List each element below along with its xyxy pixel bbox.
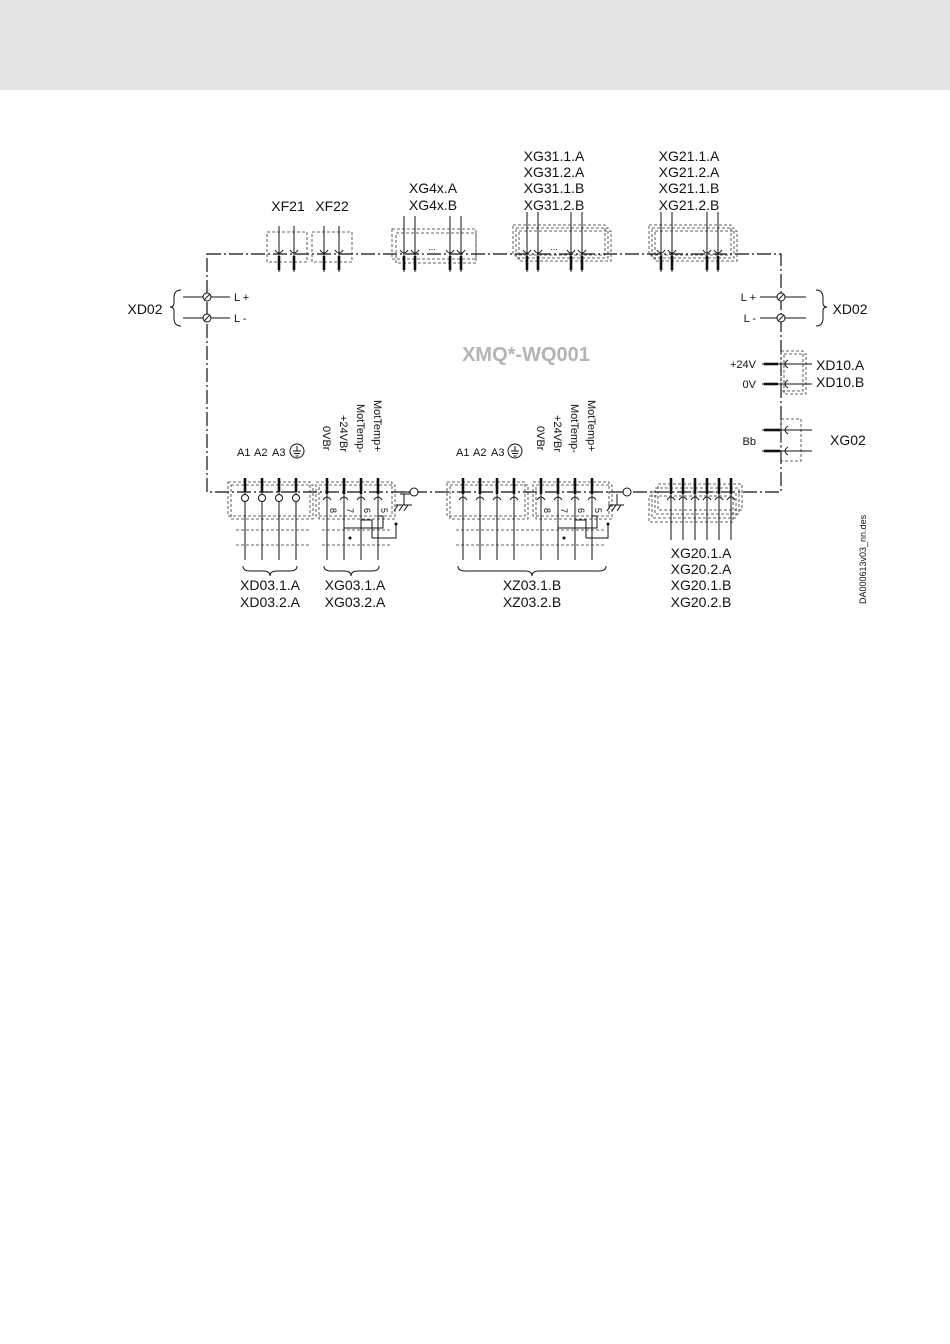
xd10-label-b: XD10.B <box>816 374 864 390</box>
xz03-pin-mottemp-plus: MotTemp+ <box>585 400 597 452</box>
connector-xz03: 8 7 6 5 A1 A2 A3 0VBr +24VBr MotTemp- Mo… <box>446 400 632 610</box>
connector-xg02: Bb XG02 <box>743 418 866 462</box>
xz03-num-6: 6 <box>576 508 586 513</box>
xg02-label: XG02 <box>830 432 866 448</box>
drawing-id: DA000613v03_nn.des <box>858 514 868 604</box>
xd10-pin-24v: +24V <box>730 359 757 371</box>
xd03-pin-a2: A2 <box>254 447 267 459</box>
connector-xd10: +24V 0V XD10.A XD10.B <box>730 350 865 395</box>
connector-xd03: A1 A2 A3 XD03.1.A XD03.2.A <box>227 443 314 610</box>
xd02-left-pin-lplus: L + <box>234 292 249 304</box>
xd02-left-label: XD02 <box>127 301 162 317</box>
xg21-label-3: XG21.1.B <box>659 180 720 196</box>
xf22-label: XF22 <box>315 198 349 214</box>
module-title: XMQ*-WQ001 <box>462 344 590 366</box>
xd03-pin-a3: A3 <box>272 447 285 459</box>
page-header-band <box>0 0 950 90</box>
xg03-label-1: XG03.1.A <box>325 577 386 593</box>
xg03-pin-mottemp-minus: MotTemp- <box>354 404 366 453</box>
xg31-label-1: XG31.1.A <box>524 148 585 164</box>
xg31-label-2: XG31.2.A <box>524 164 585 180</box>
xz03-pin-mottemp-minus: MotTemp- <box>568 404 580 453</box>
xg31-dots: ... <box>550 242 558 252</box>
xz03-label-2: XZ03.2.B <box>503 594 561 610</box>
xd03-label-2: XD03.2.A <box>240 594 301 610</box>
connector-xd02-left: XD02 L + L - <box>127 289 249 327</box>
xg4x-label-a: XG4x.A <box>409 180 458 196</box>
xf21-label: XF21 <box>271 198 305 214</box>
xg20-label-1: XG20.1.A <box>671 545 732 561</box>
xz03-pin-24vbr: +24VBr <box>551 415 563 452</box>
xg20-label-2: XG20.2.A <box>671 561 732 577</box>
xg4x-label-b: XG4x.B <box>409 197 457 213</box>
xg03-pin-24vbr: +24VBr <box>337 415 349 452</box>
xg03-label-2: XG03.2.A <box>325 594 386 610</box>
connector-xf21: XF21 <box>266 198 308 272</box>
xg31-label-4: XG31.2.B <box>524 197 585 213</box>
xz03-pin-a2: A2 <box>473 447 486 459</box>
earth-ground-icon <box>507 443 523 459</box>
xg20-label-4: XG20.2.B <box>671 594 732 610</box>
xd03-label-1: XD03.1.A <box>240 577 301 593</box>
xg03-num-7: 7 <box>345 508 355 513</box>
xz03-label-1: XZ03.1.B <box>503 577 561 593</box>
xg03-pin-mottemp-plus: MotTemp+ <box>371 400 383 452</box>
connector-xg03: 8 7 6 5 0VBr +24VBr MotTemp- MotTemp+ XG… <box>315 400 419 610</box>
xg20-label-3: XG20.1.B <box>671 577 732 593</box>
xd03-pin-a1: A1 <box>237 447 250 459</box>
connector-xg21: XG21.1.A XG21.2.A XG21.1.B XG21.2.B <box>648 148 738 272</box>
xd02-left-pin-lminus: L - <box>234 313 247 325</box>
xg02-pin-bb: Bb <box>743 436 756 448</box>
xg21-label-2: XG21.2.A <box>659 164 720 180</box>
xg03-num-8: 8 <box>328 508 338 513</box>
connector-xg20: XG20.1.A XG20.2.A XG20.1.B XG20.2.B <box>648 478 743 610</box>
xg4x-dots: ... <box>428 242 436 252</box>
xd10-label-a: XD10.A <box>816 357 865 373</box>
connector-xg31: ... XG31.1.A XG31.2.A XG31.1.B XG31.2.B <box>512 148 612 272</box>
connector-xg4x: ... XG4x.A XG4x.B <box>391 180 477 272</box>
xz03-pin-a1: A1 <box>456 447 469 459</box>
xd02-right-pin-lminus: L - <box>744 313 757 325</box>
xz03-num-7: 7 <box>559 508 569 513</box>
xd02-right-label: XD02 <box>832 301 867 317</box>
earth-ground-icon <box>289 443 305 459</box>
xd10-pin-0v: 0V <box>743 379 757 391</box>
xz03-pin-a3: A3 <box>491 447 504 459</box>
connector-xf22: XF22 <box>311 198 353 272</box>
xz03-num-8: 8 <box>542 508 552 513</box>
xg03-num-5: 5 <box>379 508 389 513</box>
connector-xd02-right: XD02 L + L - <box>741 289 868 327</box>
xg21-label-1: XG21.1.A <box>659 148 720 164</box>
xz03-pin-0vbr: 0VBr <box>534 426 546 451</box>
xg03-pin-0vbr: 0VBr <box>320 426 332 451</box>
xd02-right-pin-lplus: L + <box>741 292 756 304</box>
xz03-num-5: 5 <box>593 508 603 513</box>
xg31-label-3: XG31.1.B <box>524 180 585 196</box>
xg21-label-4: XG21.2.B <box>659 197 720 213</box>
xg03-num-6: 6 <box>362 508 372 513</box>
